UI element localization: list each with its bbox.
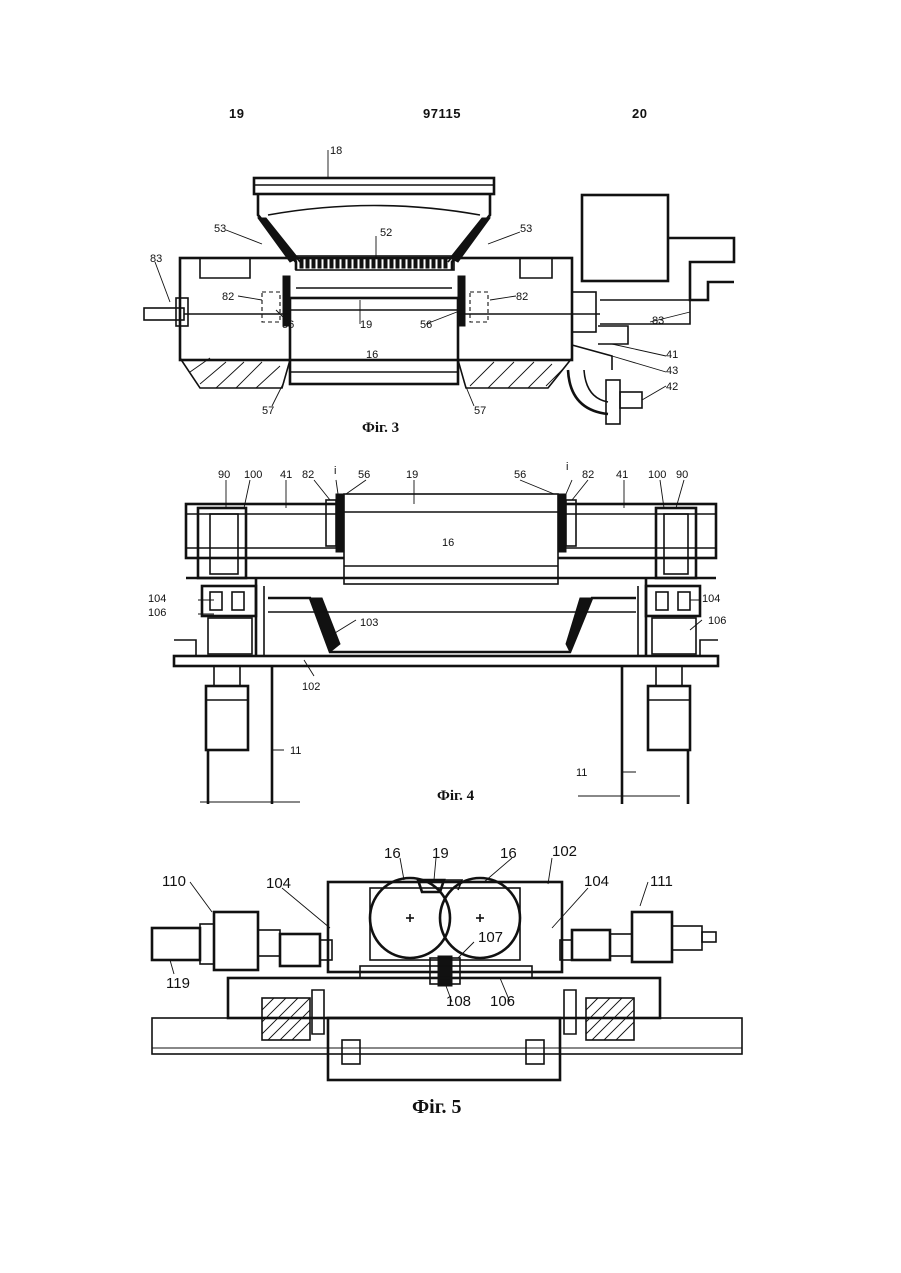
svg-text:104: 104	[702, 593, 720, 605]
svg-text:16: 16	[500, 845, 517, 862]
patent-number: 97115	[423, 106, 461, 121]
svg-text:119: 119	[166, 975, 190, 992]
svg-text:82: 82	[582, 469, 594, 481]
svg-text:41: 41	[616, 469, 628, 481]
svg-text:100: 100	[244, 469, 262, 481]
svg-text:16: 16	[384, 845, 401, 862]
svg-text:103: 103	[360, 617, 378, 629]
svg-text:16: 16	[366, 349, 378, 361]
svg-text:56: 56	[420, 319, 432, 331]
svg-text:108: 108	[446, 993, 471, 1010]
svg-text:83: 83	[150, 253, 162, 265]
svg-text:57: 57	[262, 405, 274, 417]
svg-text:11: 11	[576, 767, 587, 779]
svg-text:57: 57	[474, 405, 486, 417]
svg-text:19: 19	[360, 319, 372, 331]
svg-text:11: 11	[290, 745, 301, 757]
figure-3-drawing: 18 53 52 53 83 82 82 19 56 56 16 83 41 4…	[0, 135, 901, 425]
svg-text:56: 56	[282, 319, 294, 331]
svg-text:43: 43	[666, 365, 678, 377]
svg-text:52: 52	[380, 227, 392, 239]
svg-text:83: 83	[652, 315, 664, 327]
svg-text:53: 53	[214, 223, 226, 235]
svg-text:104: 104	[584, 873, 609, 890]
svg-text:100: 100	[648, 469, 666, 481]
svg-text:41: 41	[280, 469, 292, 481]
svg-text:104: 104	[148, 593, 166, 605]
svg-text:106: 106	[148, 607, 166, 619]
svg-text:18: 18	[330, 145, 342, 157]
page-number-left: 19	[229, 106, 244, 121]
figure-4-caption: Фіг. 4	[437, 788, 474, 805]
svg-text:110: 110	[162, 873, 186, 890]
svg-text:104: 104	[266, 875, 291, 892]
figure-3-caption: Фіг. 3	[362, 420, 399, 437]
svg-text:56: 56	[358, 469, 370, 481]
svg-text:107: 107	[478, 929, 503, 946]
svg-text:106: 106	[708, 615, 726, 627]
svg-text:53: 53	[520, 223, 532, 235]
svg-text:90: 90	[676, 469, 688, 481]
svg-text:102: 102	[552, 843, 577, 860]
svg-text:56: 56	[514, 469, 526, 481]
svg-text:42: 42	[666, 381, 678, 393]
svg-text:82: 82	[302, 469, 314, 481]
svg-text:19: 19	[406, 469, 418, 481]
figure-5-caption: Фіг. 5	[412, 1096, 462, 1119]
svg-text:i: i	[566, 462, 568, 473]
svg-text:82: 82	[222, 291, 234, 303]
svg-text:41: 41	[666, 349, 678, 361]
figure-4-drawing: 90 100 41 82 i 56 19 56 i 82 41 100 90 1…	[0, 462, 901, 807]
svg-text:i: i	[334, 465, 336, 477]
svg-text:111: 111	[650, 873, 673, 890]
svg-text:82: 82	[516, 291, 528, 303]
svg-text:19: 19	[432, 845, 449, 862]
svg-text:90: 90	[218, 469, 230, 481]
page-number-right: 20	[632, 106, 647, 121]
svg-text:16: 16	[442, 537, 454, 549]
figure-5-drawing: 16 19 16 102 110 104 104 111 107 119 108…	[0, 836, 901, 1086]
svg-text:102: 102	[302, 681, 320, 693]
svg-text:106: 106	[490, 993, 515, 1010]
